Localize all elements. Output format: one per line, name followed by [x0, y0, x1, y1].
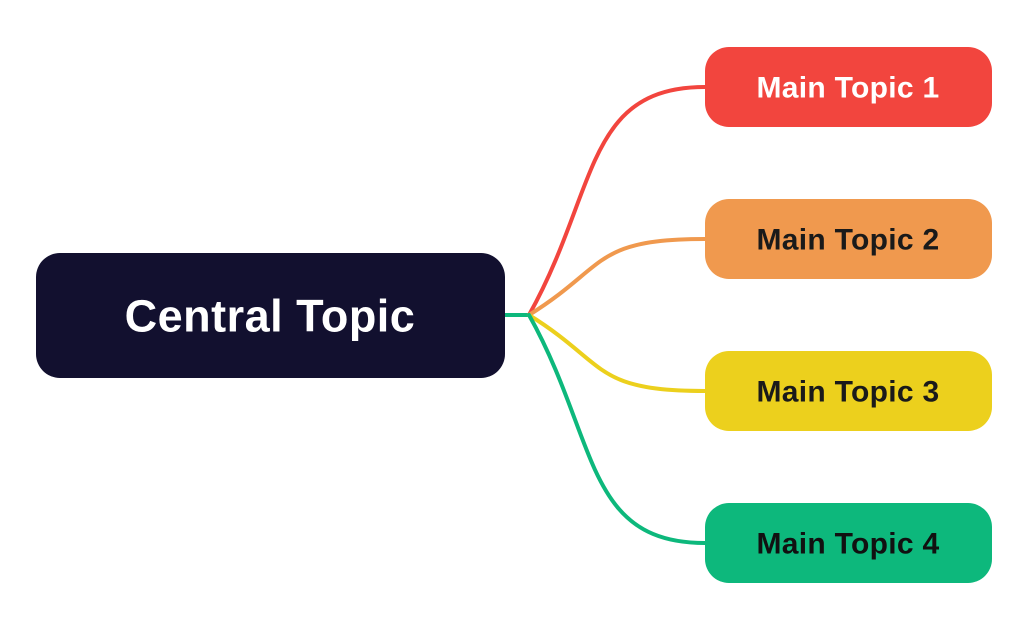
central-topic-node[interactable]: [36, 253, 505, 378]
main-topic-2-node-group: Main Topic 2: [705, 199, 992, 279]
central-topic-label: Central Topic: [125, 291, 416, 342]
main-topic-1-label: Main Topic 1: [756, 72, 939, 105]
main-topic-3-node-group: Main Topic 3: [705, 351, 992, 431]
central-topic-node-group: Central Topic: [36, 253, 505, 378]
connector-branch-1: [527, 85, 707, 317]
main-topic-4-node[interactable]: [705, 503, 992, 583]
main-topic-2-node[interactable]: [705, 199, 992, 279]
connector-branch-3: [527, 313, 707, 393]
main-topic-3-node[interactable]: [705, 351, 992, 431]
main-topic-1-node-group: Main Topic 1: [705, 47, 992, 127]
main-topic-3-label: Main Topic 3: [756, 376, 939, 409]
main-topic-4-label: Main Topic 4: [756, 528, 939, 561]
main-topic-1-node[interactable]: [705, 47, 992, 127]
connector-branch-4: [527, 313, 707, 545]
main-topic-2-label: Main Topic 2: [756, 224, 939, 257]
main-topic-4-node-group: Main Topic 4: [705, 503, 992, 583]
connector-branch-2: [527, 237, 707, 317]
